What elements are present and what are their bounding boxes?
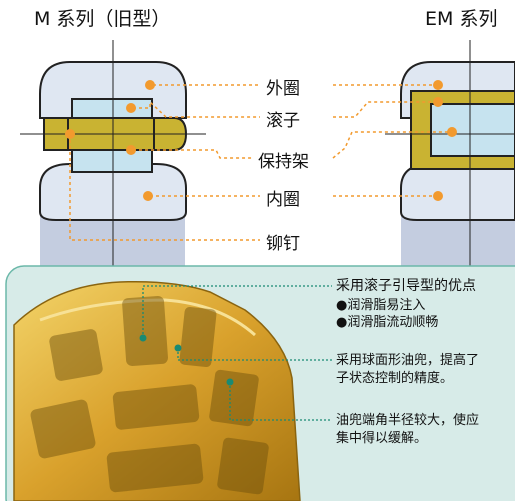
- cage-pocket: [122, 296, 168, 366]
- cage-label: 保持架: [254, 147, 313, 172]
- cage-pocket: [112, 384, 200, 430]
- pocket-note-line-1: 采用球面形油兜，提高了: [336, 353, 480, 368]
- cage-pocket: [30, 399, 96, 459]
- inner-ring-dot: [143, 191, 153, 201]
- outer-ring-label: 外圈: [262, 74, 304, 99]
- inner-ring-em-dot: [433, 191, 443, 201]
- advantage-title: 采用滚子引导型的优点: [336, 278, 476, 294]
- advantage-item-2: ●润滑脂流动顺畅: [336, 315, 439, 330]
- outer-ring-dot: [145, 80, 155, 90]
- outer-ring-em-dot: [433, 80, 443, 90]
- inner-ring-em: [400, 163, 515, 221]
- cage-em-dot: [447, 127, 457, 137]
- leader-lines: [69, 84, 452, 241]
- em-series-title: EM 系列: [425, 8, 498, 30]
- panel-leader-lines: [142, 285, 332, 421]
- pocket-note-line-2: 子状态控制的精度。: [336, 371, 454, 386]
- inner-ring-label: 内圈: [262, 185, 304, 210]
- m-series-section: [20, 40, 206, 278]
- roller-dot: [126, 103, 136, 113]
- roller-upper: [71, 98, 153, 120]
- rivet-label: 铆钉: [262, 229, 304, 254]
- cage-pocket: [106, 443, 204, 493]
- roller-em: [430, 103, 515, 157]
- leader-dots: [65, 80, 457, 201]
- advantage-item-1: ●润滑脂易注入: [336, 298, 426, 313]
- m-series-title: M 系列（旧型）: [34, 8, 171, 30]
- corner-note-line-1: 油兜端角半径较大，使应: [336, 413, 480, 428]
- roller-label: 滚子: [262, 106, 304, 131]
- roller-em-dot: [433, 97, 443, 107]
- cage-pocket: [209, 369, 259, 427]
- em-series-section: [385, 40, 515, 278]
- panel-leader-dots: [139, 334, 234, 386]
- cage-pocket: [179, 306, 217, 368]
- roller-lower: [71, 149, 153, 173]
- corner-note-line-2: 集中得以缓解。: [336, 431, 428, 446]
- cage-pocket: [217, 437, 269, 495]
- cage-pocket: [49, 329, 103, 381]
- rivet-dot: [65, 129, 75, 139]
- cage-dot: [126, 145, 136, 155]
